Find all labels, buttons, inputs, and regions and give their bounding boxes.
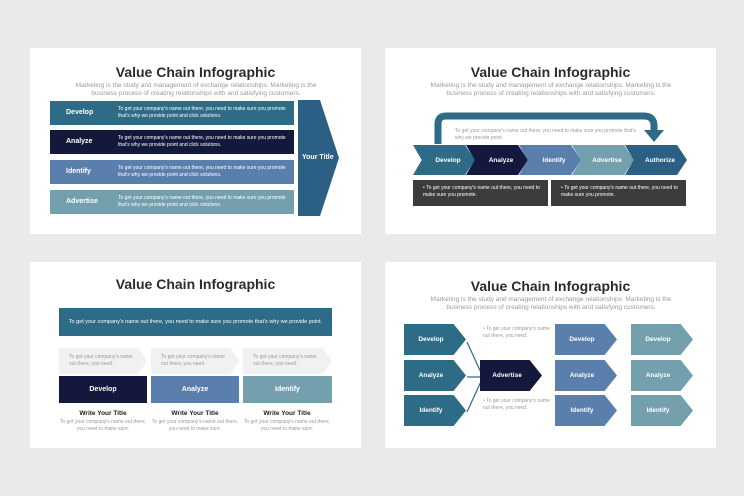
write-title-3: Write Your Title (263, 410, 311, 417)
row-label: Identify (66, 168, 91, 175)
right-develop: Develop (631, 324, 693, 355)
info-bullet: • To get your company's name out there, … (561, 185, 678, 198)
banner: To get your company's name out there, yo… (59, 308, 332, 336)
row-label: Analyze (66, 138, 93, 145)
chev-label: Analyze (418, 372, 444, 379)
step-label: Analyze (488, 156, 514, 164)
row-label: Develop (66, 109, 94, 116)
loop-arrow (434, 112, 664, 144)
mid-develop: Develop (555, 324, 617, 355)
slide-subtitle: Marketing is the study and management of… (430, 82, 672, 97)
slide-title: Value Chain Infographic (115, 276, 276, 292)
slide-title: Value Chain Infographic (470, 278, 631, 294)
slide-1[interactable]: Value Chain Infographic Marketing is the… (30, 48, 361, 234)
row-label: Advertise (66, 198, 98, 205)
ghost-arrow-3: To get your company's name out there, yo… (243, 348, 332, 374)
center-bullet-1: • To get your company's name out there, … (483, 326, 550, 339)
ghost-arrow-1: To get your company's name out there, yo… (59, 348, 147, 374)
chev-label: Analyze (569, 372, 595, 379)
chev-label: Advertise (492, 372, 522, 379)
right-identify: Identify (631, 395, 693, 426)
loop-text: To get your company's name out there, yo… (455, 128, 636, 141)
ghost-text: To get your company's name out there, yo… (253, 354, 317, 367)
row-desc: To get your company's name out there, yo… (118, 195, 286, 208)
big-arrow-shape (298, 100, 339, 216)
chev-label: Develop (645, 336, 671, 343)
step-identify: Identify (519, 145, 581, 175)
info-box-right: • To get your company's name out there, … (551, 180, 686, 206)
block-label: Identify (275, 386, 300, 393)
left-develop: Develop (404, 324, 466, 355)
ghost-text: To get your company's name out there, yo… (161, 354, 225, 367)
info-box-left: • To get your company's name out there, … (413, 180, 548, 206)
chev-label: Analyze (645, 372, 671, 379)
step-label: Develop (435, 156, 461, 164)
ghost-text: To get your company's name out there, yo… (69, 354, 133, 367)
chev-label: Identify (419, 407, 443, 414)
arrow-title: Your Title (302, 154, 334, 161)
chev-label: Identify (570, 407, 594, 414)
ghost-arrow-2: To get your company's name out there, yo… (151, 348, 239, 374)
center-bullet-2: • To get your company's name out there, … (483, 398, 550, 411)
mid-analyze: Analyze (555, 360, 617, 391)
chev-label: Develop (418, 336, 444, 343)
step-advertise: Advertise (572, 145, 634, 175)
row-analyze: Analyze To get your company's name out t… (50, 130, 294, 154)
step-authorize: Authorize (625, 145, 687, 175)
step-develop: Develop (413, 145, 475, 175)
right-analyze: Analyze (631, 360, 693, 391)
row-desc: To get your company's name out there, yo… (118, 106, 286, 119)
slide-title: Value Chain Infographic (470, 64, 631, 80)
write-desc-1: To get your company's name out there, yo… (59, 419, 147, 432)
write-desc-2: To get your company's name out there, yo… (151, 419, 239, 432)
write-title-1: Write Your Title (79, 410, 127, 417)
write-title-2: Write Your Title (171, 410, 219, 417)
slide-title: Value Chain Infographic (115, 64, 276, 80)
block-identify: Identify (243, 376, 332, 403)
block-label: Analyze (181, 386, 209, 393)
chev-label: Identify (646, 407, 670, 414)
mid-identify: Identify (555, 395, 617, 426)
block-label: Develop (89, 386, 117, 393)
step-label: Advertise (592, 156, 622, 164)
left-analyze: Analyze (404, 360, 466, 391)
block-develop: Develop (59, 376, 147, 403)
row-desc: To get your company's name out there, yo… (118, 165, 286, 178)
info-bullet: • To get your company's name out there, … (423, 185, 540, 198)
write-desc-3: To get your company's name out there, yo… (243, 419, 331, 432)
chev-label: Develop (569, 336, 595, 343)
center-advertise: Advertise (480, 360, 542, 391)
slide-subtitle: Marketing is the study and management of… (75, 82, 317, 97)
slide-subtitle: Marketing is the study and management of… (430, 296, 672, 311)
slide-4[interactable]: Value Chain Infographic Marketing is the… (385, 262, 716, 448)
row-identify: Identify To get your company's name out … (50, 160, 294, 184)
banner-text: To get your company's name out there, yo… (68, 319, 323, 325)
row-develop: Develop To get your company's name out t… (50, 101, 294, 125)
slide-3[interactable]: Value Chain Infographic To get your comp… (30, 262, 361, 448)
left-identify: Identify (404, 395, 466, 426)
step-analyze: Analyze (466, 145, 528, 175)
row-advertise: Advertise To get your company's name out… (50, 190, 294, 214)
row-desc: To get your company's name out there, yo… (118, 135, 286, 148)
step-label: Identify (542, 156, 566, 164)
slide-2[interactable]: Value Chain Infographic Marketing is the… (385, 48, 716, 234)
step-label: Authorize (645, 156, 675, 164)
block-analyze: Analyze (151, 376, 239, 403)
